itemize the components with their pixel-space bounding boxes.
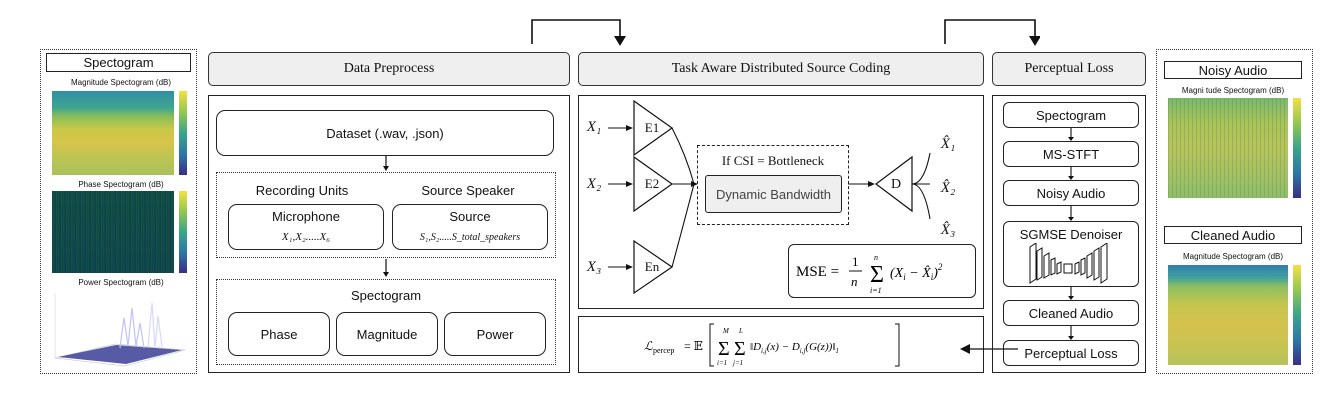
noisy-colorbar [1293, 98, 1301, 198]
source-variables: S₁,S₂.....S_total_speakers [419, 231, 521, 243]
csi-bottleneck-group [697, 145, 849, 225]
encoder-e1-label: E1 [644, 120, 660, 135]
svg-text:‖Di,j(x) − Di,j(G(z))‖1: ‖Di,j(x) − Di,j(G(z))‖1 [750, 341, 839, 355]
perceptual-loss-header: Perceptual Loss [992, 52, 1146, 86]
step-sgmse-denoiser [1003, 221, 1139, 287]
svg-text:(Xi − X̂i)2: (Xi − X̂i)2 [890, 262, 943, 282]
dynamic-bandwidth-box: Dynamic Bandwidth [705, 175, 842, 213]
x2-label: X₂ [586, 175, 602, 192]
step-noisy-audio: Noisy Audio [1003, 180, 1139, 206]
step-perceptual-loss: Perceptual Loss [1003, 340, 1139, 366]
source-label: Source [449, 208, 491, 224]
dataset-box: Dataset (.wav, .json) [216, 110, 554, 156]
unet-icon [1029, 243, 1108, 284]
xhat3-label: X̂₃ [940, 221, 956, 238]
encoder-en-label: En [644, 259, 660, 274]
power-spectogram-title: Power Spectogram (dB) [78, 277, 164, 287]
svg-text:Σ: Σ [734, 338, 746, 360]
magnitude-colorbar [179, 91, 187, 175]
data-preprocess-header: Data Preprocess [208, 52, 570, 86]
cleaned-audio-title: Cleaned Audio [1164, 226, 1302, 244]
coding-header: Task Aware Distributed Source Coding [578, 52, 984, 86]
svg-text:j=1: j=1 [732, 359, 743, 367]
top-feedback-arrows [531, 19, 1040, 46]
perceptual-step-arrows [1068, 128, 1074, 340]
coding-panel [578, 95, 984, 309]
magnitude-spectogram-image [52, 91, 174, 175]
cleaned-spectogram-image [1168, 265, 1288, 365]
magnitude-box: Magnitude [336, 312, 438, 356]
recording-units-group [216, 172, 556, 258]
power-spectogram-3d-plot [54, 293, 186, 367]
svg-text:MSE =: MSE = [796, 264, 839, 280]
svg-text:i=1: i=1 [870, 286, 882, 295]
svg-text:= 𝔼: = 𝔼 [684, 339, 703, 353]
step-spectogram: Spectogram [1003, 102, 1139, 128]
csi-label: If CSI = Bottleneck [721, 153, 825, 168]
svg-text:L: L [738, 327, 743, 335]
sgmse-denoiser-label: SGMSE Denoiser [1019, 226, 1123, 242]
xhat2-label: X̂₂ [940, 179, 956, 196]
recording-down-arrow [383, 259, 389, 277]
noisy-audio-title: Noisy Audio [1164, 61, 1302, 79]
lpercep-return-arrow [960, 344, 1018, 354]
data-preprocess-panel [208, 95, 570, 373]
source-box [392, 204, 548, 250]
lpercep-formula: ℒ percep = 𝔼 Σ M i=1 Σ L j=1 ‖Di,j(x) − … [644, 323, 900, 367]
coding-diagram [608, 99, 931, 295]
microphone-variables: X₁,X₂.....X₆ [281, 231, 331, 243]
encoder-e2-label: E2 [644, 176, 660, 191]
xhat1-label: X̂₁ [940, 135, 956, 152]
svg-text:n: n [874, 253, 878, 262]
cleaned-colorbar [1293, 265, 1301, 365]
spectogram-group-label: Spectogram [350, 287, 422, 303]
svg-text:1: 1 [852, 254, 859, 269]
phase-spectogram-image [52, 191, 174, 273]
microphone-box [228, 204, 384, 250]
recording-units-label: Recording Units [255, 182, 349, 198]
decoder-label: D [890, 177, 902, 192]
phase-colorbar [179, 191, 187, 273]
mse-formula: MSE = 1 n Σ n i=1 (Xi − X̂i)2 [796, 253, 943, 295]
left-panel-title: Spectogram [46, 53, 191, 72]
dataset-down-arrow [383, 156, 389, 171]
power-box: Power [444, 312, 546, 356]
svg-text:n: n [851, 274, 858, 289]
noisy-spectogram-image [1168, 98, 1288, 198]
svg-text:i=1: i=1 [717, 359, 727, 367]
source-speaker-label: Source Speaker [421, 182, 515, 198]
lpercep-panel [578, 316, 984, 373]
cleaned-spectogram-subtitle: Magnitude Spectogram (dB) [1182, 251, 1284, 261]
microphone-label: Microphone [272, 208, 340, 224]
svg-text:Σ: Σ [870, 262, 884, 288]
x1-label: X₁ [586, 118, 602, 135]
noisy-spectogram-subtitle: Magni tude Spectogram (dB) [1181, 85, 1285, 95]
svg-text:ℒ: ℒ [644, 339, 653, 353]
mse-formula-box [788, 244, 976, 298]
step-cleaned-audio: Cleaned Audio [1003, 300, 1139, 326]
step-ms-stft: MS-STFT [1003, 141, 1139, 167]
phase-spectogram-title: Phase Spectogram (dB) [78, 179, 164, 189]
phase-box: Phase [228, 312, 330, 356]
svg-text:M: M [722, 327, 730, 335]
spectogram-group [216, 279, 556, 365]
svg-text:Σ: Σ [718, 338, 730, 360]
magnitude-spectogram-title: Magnitude Spectogram (dB) [70, 77, 172, 87]
svg-text:percep: percep [653, 346, 674, 355]
right-audio-panel [1156, 49, 1313, 374]
perceptual-loss-panel [992, 95, 1146, 373]
x3-label: X₃ [586, 258, 602, 275]
left-spectogram-panel [40, 49, 197, 374]
